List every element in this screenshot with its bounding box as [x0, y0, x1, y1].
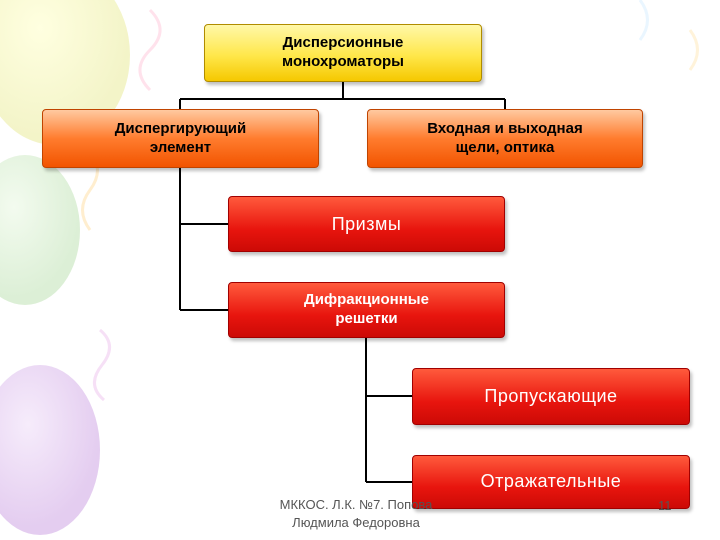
node-slits-optics: Входная и выходная щели, оптика [367, 109, 643, 168]
node-transmission: Пропускающие [412, 368, 690, 425]
node-label: Дисперсионные монохроматоры [282, 34, 404, 72]
footer-author: МККОС. Л.К. №7. Попова Людмила Федоровна [246, 496, 466, 531]
node-diffraction-gratings: Дифракционные решетки [228, 282, 505, 338]
node-label: Пропускающие [484, 385, 617, 408]
node-label: Диспергирующий элемент [115, 120, 247, 158]
page-number: 11 [658, 498, 672, 513]
node-label: Призмы [332, 213, 402, 236]
node-label: Дифракционные решетки [304, 291, 429, 329]
node-label: Входная и выходная щели, оптика [427, 120, 582, 158]
node-dispersing-element: Диспергирующий элемент [42, 109, 319, 168]
node-prisms: Призмы [228, 196, 505, 252]
node-dispersive-monochromators: Дисперсионные монохроматоры [204, 24, 482, 82]
node-label: Отражательные [481, 470, 622, 493]
